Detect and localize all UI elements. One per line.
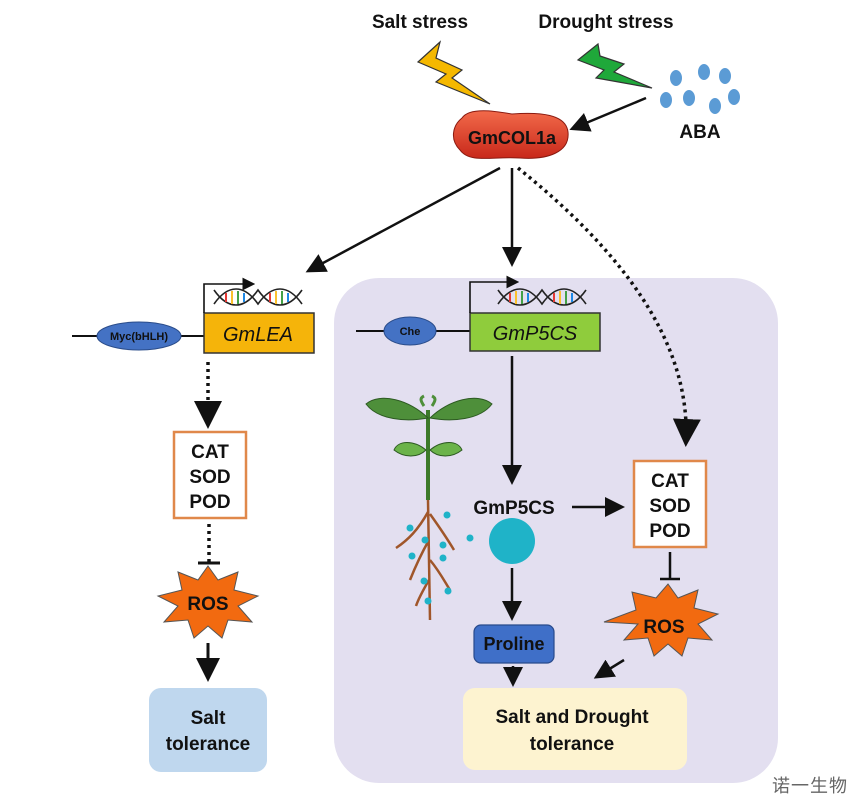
salt-drought-tolerance-box <box>463 688 687 770</box>
right-enzymes-box <box>632 459 708 549</box>
gmcol1a-protein-shape <box>453 110 569 159</box>
left-enzymes-box <box>172 430 248 520</box>
right-dna-helix-icon <box>497 288 587 306</box>
che-label: Che <box>400 326 421 338</box>
gmlea-label: GmLEA <box>223 324 293 346</box>
proline-label: Proline <box>483 634 544 654</box>
gmp5cs-protein-circle <box>489 518 535 564</box>
myc-bhlh-factor <box>96 321 182 351</box>
soybean-plant-icon <box>365 394 493 621</box>
gmlea-gene-box <box>203 312 315 354</box>
aba-to-gmcol1a-arrow <box>569 96 647 132</box>
gmp5cs-gene-box <box>469 312 601 352</box>
salt-tolerance-line2: tolerance <box>166 734 250 755</box>
right-ros-starburst <box>603 583 720 657</box>
salt-tolerance-box <box>149 688 267 772</box>
drought-stress-label: Drought stress <box>538 12 673 33</box>
watermark: 诺一生物 <box>772 776 848 797</box>
aba-label: ABA <box>679 122 720 143</box>
right-enzyme-sod: SOD <box>649 496 690 517</box>
gmp5cs-gene-label: GmP5CS <box>493 323 578 345</box>
gmp5cs-protein-label: GmP5CS <box>473 498 554 519</box>
salt-tolerance-line1: Salt <box>191 708 227 729</box>
right-panel-background <box>334 278 778 783</box>
ros-to-tolerance-arrow <box>593 658 625 679</box>
che-factor <box>383 316 437 346</box>
left-dna-helix-icon <box>213 288 303 306</box>
left-enzyme-sod: SOD <box>189 467 230 488</box>
aba-molecules-icon <box>660 64 740 114</box>
right-enzyme-pod: POD <box>649 521 690 542</box>
sd-tolerance-line1: Salt and Drought <box>495 707 649 728</box>
proline-box <box>473 624 555 664</box>
drought-lightning-icon <box>576 42 653 89</box>
right-ros-label: ROS <box>643 617 684 638</box>
gmcol1a-to-gmlea-arrow <box>305 166 501 273</box>
salt-lightning-icon <box>416 40 491 105</box>
myc-bhlh-label: Myc(bHLH) <box>110 331 168 343</box>
salt-stress-label: Salt stress <box>372 12 468 33</box>
left-ros-label: ROS <box>187 594 228 615</box>
right-tss-arrow <box>469 275 520 313</box>
left-tss-arrow <box>203 277 256 313</box>
left-enzyme-pod: POD <box>189 492 230 513</box>
left-enzyme-cat: CAT <box>191 442 229 463</box>
right-enzyme-cat: CAT <box>651 471 689 492</box>
gmcol1a-label: GmCOL1a <box>468 128 557 148</box>
gmcol1a-to-enzymes-dotted-arrow <box>516 166 701 447</box>
sd-tolerance-line2: tolerance <box>530 734 614 755</box>
left-ros-starburst <box>156 565 260 639</box>
